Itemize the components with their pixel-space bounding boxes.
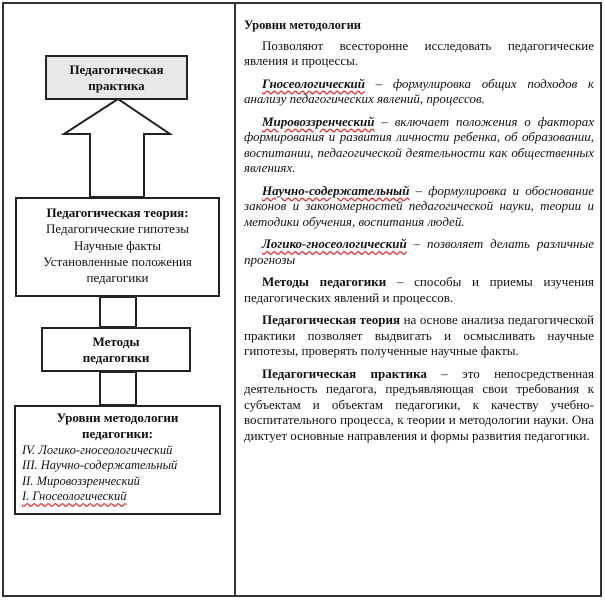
levels-title-1: Уровни методологии <box>56 410 179 425</box>
level-text: – позволяет делать различные прогнозы <box>244 236 595 267</box>
level-term: Мировоззренческий <box>262 113 375 129</box>
paragraph-term: Педагогическая практика <box>262 365 427 381</box>
paragraph-text: – способы и приемы изучения педагогическ… <box>244 274 595 305</box>
methods-box: Методы педагогики <box>41 327 191 372</box>
paragraph-text: на основе анализа педагогической практик… <box>244 312 595 358</box>
theory-item: педагогики <box>86 270 149 285</box>
connector-methods-to-theory <box>99 296 137 328</box>
paragraph-term: Педагогическая теория <box>262 312 401 327</box>
level-item: II. Мировоззренческий <box>22 473 140 488</box>
methods-line-1: Методы <box>92 334 140 349</box>
paragraph: Педагогическая практика – это непосредст… <box>244 366 594 444</box>
connector-levels-to-methods <box>99 371 137 406</box>
theory-item: Установленные положения <box>43 253 192 269</box>
level-text: – включает положения о факторах формиров… <box>244 113 594 176</box>
separator <box>234 3 236 596</box>
level-term: Логико-гносеологический <box>262 236 407 251</box>
paragraph: Методы педагогики – способы и приемы изу… <box>244 274 594 305</box>
level-desc: Гносеологический – формулировка общих по… <box>244 76 594 107</box>
level-text: – формулировка и обоснование законов и з… <box>244 182 594 229</box>
intro-text: Позволяют всесторонне исследовать педаго… <box>244 37 594 69</box>
paragraph-term: Методы педагогики <box>262 274 387 289</box>
level-term: Научно-содержательный <box>262 182 410 198</box>
paragraph: Педагогическая теория на основе анализа … <box>244 312 594 359</box>
description-column: Уровни методологии Позволяют всесторонне… <box>244 18 594 450</box>
paragraph-text: – это непосредственная деятельность педа… <box>244 365 595 443</box>
level-desc: Научно-содержательный – формулировка и о… <box>244 183 594 230</box>
level-term: Гносеологический <box>262 75 365 91</box>
theory-item: Научные факты <box>73 237 161 253</box>
theory-box: Педагогическая теория: Педагогические ги… <box>15 197 220 297</box>
level-desc: Логико-гносеологический – позволяет дела… <box>244 236 594 267</box>
levels-box: Уровни методологии педагогики: IV. Логик… <box>14 405 221 515</box>
practice-line-2: практика <box>88 78 145 94</box>
level-text: – формулировка общих подходов к анализу … <box>244 75 594 107</box>
arrow-theory-to-practice <box>60 97 174 198</box>
right-title: Уровни методологии <box>244 18 361 32</box>
theory-item: Педагогические гипотезы <box>46 221 189 237</box>
practice-box: Педагогическая практика <box>45 55 188 100</box>
theory-title: Педагогическая теория: <box>46 205 189 220</box>
level-item: I. Гносеологический <box>22 489 127 504</box>
level-item: III. Научно-содержательный <box>22 458 178 473</box>
methods-line-2: педагогики <box>82 350 150 366</box>
levels-title-2: педагогики: <box>82 426 153 442</box>
level-desc: Мировоззренческий – включает положения о… <box>244 114 594 176</box>
level-item: IV. Логико-гносеологический <box>22 442 173 457</box>
practice-line-1: Педагогическая <box>69 62 164 77</box>
